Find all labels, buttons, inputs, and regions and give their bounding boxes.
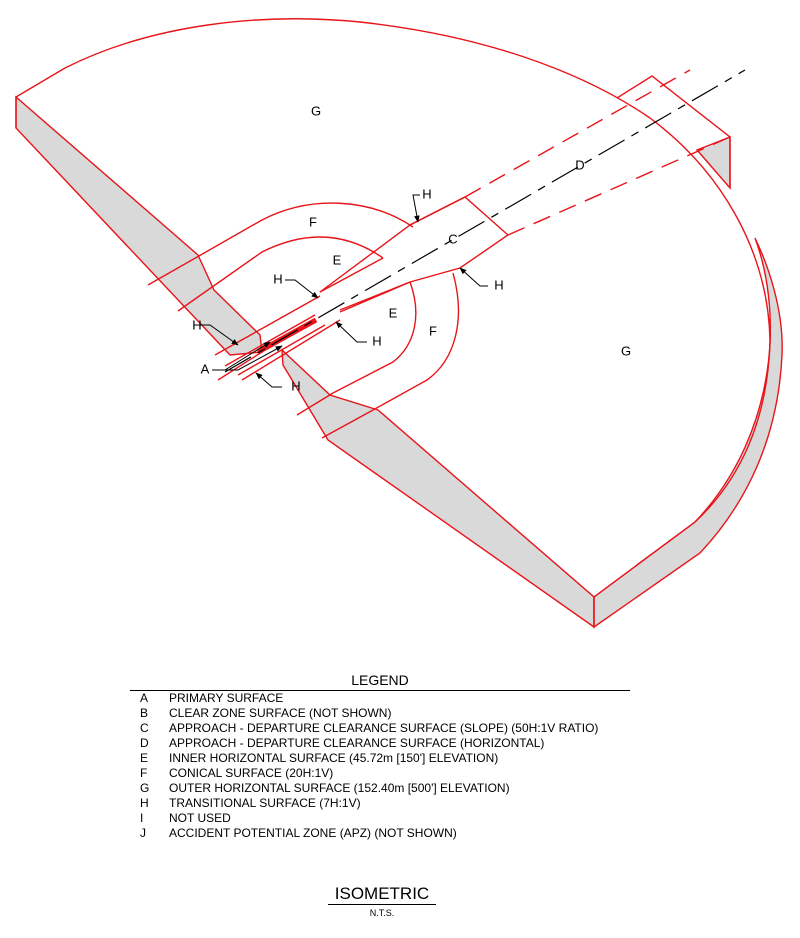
legend-text: CONICAL SURFACE (20H:1V) bbox=[169, 766, 334, 780]
label-d: D bbox=[575, 157, 584, 172]
legend-text: INNER HORIZONTAL SURFACE (45.72m [150'] … bbox=[169, 751, 499, 765]
label-g-right: G bbox=[621, 343, 631, 358]
inner-upper-arc bbox=[177, 236, 384, 312]
legend-item: J ACCIDENT POTENTIAL ZONE (APZ) (NOT SHOW… bbox=[140, 826, 630, 841]
legend-text: APPROACH - DEPARTURE CLEARANCE SURFACE (… bbox=[169, 721, 599, 735]
legend-item: C APPROACH - DEPARTURE CLEARANCE SURFACE … bbox=[140, 721, 630, 736]
approach-horizontal-box bbox=[616, 75, 731, 188]
legend-key: J bbox=[140, 826, 146, 840]
legend-key: H bbox=[140, 796, 149, 810]
approach-horizontal-edge-lower bbox=[507, 136, 731, 236]
legend-text: PRIMARY SURFACE bbox=[169, 691, 284, 705]
legend-key: F bbox=[140, 766, 148, 780]
legend-key: C bbox=[140, 721, 149, 735]
label-f-upper: F bbox=[309, 214, 317, 229]
label-f-lower: F bbox=[429, 323, 437, 338]
legend: LEGEND A PRIMARY SURFACE B CLEAR ZONE SURFA… bbox=[130, 672, 630, 841]
legend-text: TRANSITIONAL SURFACE (7H:1V) bbox=[169, 796, 361, 810]
label-c: C bbox=[448, 231, 457, 246]
legend-item: I NOT USED bbox=[140, 811, 630, 826]
outer-right-side-face bbox=[593, 237, 783, 629]
inner-lower-arc bbox=[296, 281, 417, 416]
legend-title: LEGEND bbox=[130, 672, 630, 691]
legend-item: G OUTER HORIZONTAL SURFACE (152.40m [500'… bbox=[140, 781, 630, 796]
conical-lower-arc bbox=[321, 272, 460, 439]
legend-key: I bbox=[140, 811, 144, 825]
label-e-upper: E bbox=[333, 252, 342, 267]
isometric-diagram: G G F F E E C D A H H H H H H bbox=[15, 18, 783, 629]
label-h-2: H bbox=[273, 271, 282, 286]
legend-key: B bbox=[140, 706, 149, 720]
legend-key: G bbox=[140, 781, 150, 795]
legend-item: B CLEAR ZONE SURFACE (NOT SHOWN) bbox=[140, 706, 630, 721]
legend-item: A PRIMARY SURFACE bbox=[140, 691, 630, 706]
outer-horizontal-boundary bbox=[15, 18, 771, 598]
legend-text: ACCIDENT POTENTIAL ZONE (APZ) (NOT SHOWN… bbox=[169, 826, 457, 840]
outer-left-side-face bbox=[15, 95, 263, 356]
legend-item: D APPROACH - DEPARTURE CLEARANCE SURFACE … bbox=[140, 736, 630, 751]
legend-text: OUTER HORIZONTAL SURFACE (152.40m [500']… bbox=[169, 781, 510, 795]
legend-text: CLEAR ZONE SURFACE (NOT SHOWN) bbox=[169, 706, 392, 720]
label-h-4: H bbox=[291, 378, 300, 393]
label-h-5: H bbox=[422, 186, 431, 201]
drawing-title: ISOMETRIC bbox=[328, 884, 436, 905]
legend-key: A bbox=[140, 691, 149, 705]
legend-key: E bbox=[140, 751, 149, 765]
legend-key: D bbox=[140, 736, 149, 750]
legend-text: APPROACH - DEPARTURE CLEARANCE SURFACE (… bbox=[169, 736, 545, 750]
approach-horizontal-edge-upper bbox=[464, 69, 691, 198]
conical-upper-arc bbox=[147, 202, 414, 286]
title-block: ISOMETRIC N.T.S. bbox=[328, 884, 436, 918]
label-h-6: H bbox=[494, 277, 503, 292]
legend-item: E INNER HORIZONTAL SURFACE (45.72m [150']… bbox=[140, 751, 630, 766]
label-a: A bbox=[201, 361, 210, 376]
legend-item: F CONICAL SURFACE (20H:1V) bbox=[140, 766, 630, 781]
label-h-1: H bbox=[192, 317, 201, 332]
label-g-top: G bbox=[311, 103, 321, 118]
legend-text: NOT USED bbox=[169, 811, 231, 825]
label-h-3: H bbox=[372, 333, 381, 348]
drawing-scale: N.T.S. bbox=[369, 908, 395, 918]
label-e-lower: E bbox=[389, 305, 398, 320]
runway-centerline bbox=[224, 69, 746, 373]
legend-item: H TRANSITIONAL SURFACE (7H:1V) bbox=[140, 796, 630, 811]
outer-lower-side-face bbox=[281, 348, 595, 629]
